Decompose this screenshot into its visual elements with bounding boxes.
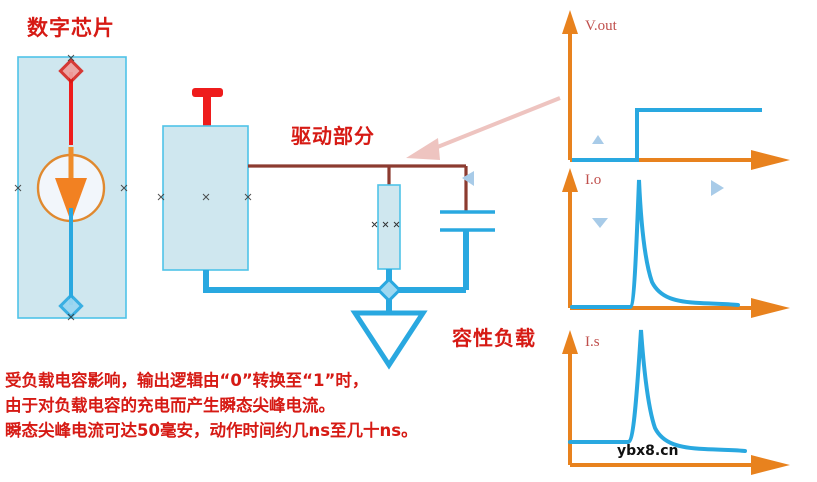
page-title-digital-chip: 数字芯片: [27, 16, 115, 40]
right-triangle-marker-icon: [711, 180, 724, 196]
chart-vout: [562, 10, 790, 170]
supply-t-stem: [203, 92, 211, 128]
ground-wire-left: [203, 270, 466, 293]
chart-io: [562, 168, 790, 318]
ground-symbol-icon: [350, 310, 428, 370]
explanatory-note: 受负载电容影响，输出逻辑由“0”转换至“1”时， 由于对负载电容的充电而产生瞬态…: [5, 368, 565, 443]
digital-chip-group: [14, 54, 128, 321]
note-line-3: 瞬态尖峰电流可达50毫安，动作时间约几ns至几十ns。: [5, 421, 418, 440]
chart-io-x-axis-arrow: [751, 298, 790, 318]
label-driver-section: 驱动部分: [291, 124, 375, 148]
chart-is: [562, 329, 790, 475]
driver-selection-marks: [157, 193, 252, 201]
label-capacitive-load: 容性负载: [452, 326, 536, 350]
chart-vout-x-axis-arrow: [751, 150, 790, 170]
chart-vout-y-axis-arrow: [562, 10, 578, 34]
chip-node-handle-bottom: [58, 293, 84, 319]
down-triangle-marker-icon: [592, 218, 608, 228]
resistor-group: [371, 184, 401, 270]
chart-vout-title: V.out: [585, 18, 617, 34]
chart-is-y-axis-arrow: [562, 330, 578, 354]
up-triangle-marker-icon: [592, 135, 604, 144]
chart-is-x-axis-arrow: [751, 455, 790, 475]
note-line-2: 由于对负载电容的充电而产生瞬态尖峰电流。: [5, 396, 335, 415]
chip-node-handle-top: [58, 58, 84, 84]
current-source-arrow-head: [55, 178, 87, 222]
chart-is-title: I.s: [585, 334, 600, 350]
driver-block-group: [157, 88, 252, 271]
resistor-block: [377, 184, 401, 270]
output-wire-group: [248, 164, 468, 213]
resistor-selection-marks: [371, 221, 400, 228]
chart-vout-trace: [572, 108, 762, 162]
chip-selection-marks: [14, 54, 128, 321]
chart-io-title: I.o: [585, 172, 602, 188]
left-triangle-marker-icon: [462, 171, 474, 186]
driver-callout-arrow-icon: [406, 96, 561, 160]
chart-io-y-axis-arrow: [562, 168, 578, 192]
ground-node-handle: [376, 277, 402, 303]
watermark-text: ybx8.cn: [617, 443, 679, 459]
capacitor-group: [440, 210, 495, 232]
chart-is-trace: [568, 329, 747, 453]
chart-io-trace: [570, 179, 740, 309]
note-line-1: 受负载电容影响，输出逻辑由“0”转换至“1”时，: [5, 371, 369, 390]
